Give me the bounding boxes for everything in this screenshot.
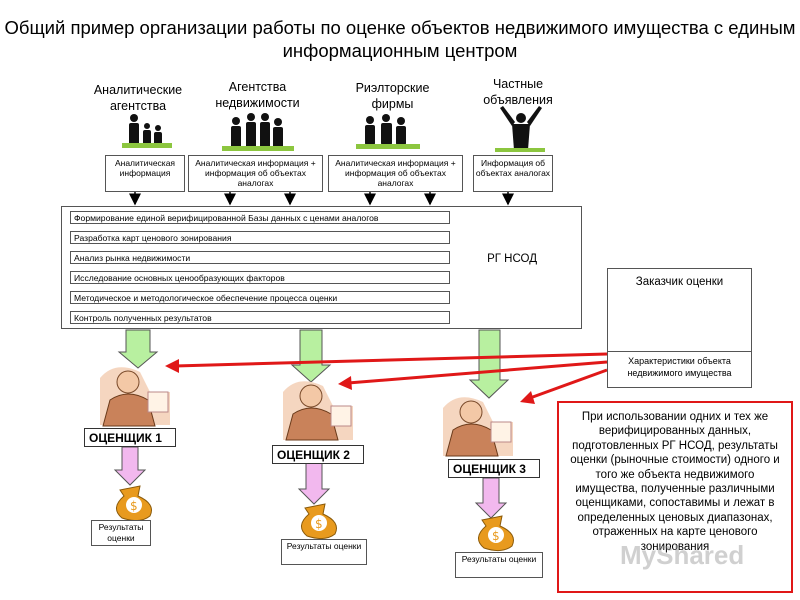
realtor-firms-icon xyxy=(356,114,420,149)
appraiser-2-label: ОЦЕНЩИК 2 xyxy=(272,445,364,464)
money-bag-icon: $ xyxy=(301,503,337,540)
task-item: Методическое и методологическое обеспече… xyxy=(70,291,450,304)
money-bag-icon: $ xyxy=(116,485,152,522)
source-label-agencies: Агентства недвижимости xyxy=(215,80,300,110)
task-item: Исследование основных ценообразующих фак… xyxy=(70,271,450,284)
source-box-agencies: Аналитическая информация + информация об… xyxy=(188,155,323,192)
note-box: При использовании одних и тех же верифиц… xyxy=(557,401,793,593)
source-label-analytics: Аналитические агентства xyxy=(93,83,183,113)
svg-text:$: $ xyxy=(492,529,500,543)
appraiser-1-label: ОЦЕНЩИК 1 xyxy=(84,428,176,447)
appraiser-1-icon xyxy=(100,367,170,427)
task-item: Контроль полученных результатов xyxy=(70,311,450,324)
center-box: Формирование единой верифицированной Баз… xyxy=(61,206,582,329)
source-box-realtors: Аналитическая информация + информация об… xyxy=(328,155,463,192)
result-box-3: Результаты оценки xyxy=(455,552,543,578)
task-item: Разработка карт ценового зонирования xyxy=(70,231,450,244)
appraiser-2-icon xyxy=(283,381,353,441)
private-ads-icon xyxy=(495,106,545,152)
svg-text:$: $ xyxy=(130,499,138,513)
red-arrows xyxy=(165,352,608,404)
task-item: Формирование единой верифицированной Баз… xyxy=(70,211,450,224)
client-box: Заказчик оценки Характеристики объекта н… xyxy=(607,268,752,388)
pink-arrow-1 xyxy=(113,446,147,486)
divider xyxy=(608,351,751,352)
source-label-realtors: Риэлторские фирмы xyxy=(355,81,430,111)
appraiser-3-label: ОЦЕНЩИК 3 xyxy=(448,459,540,478)
source-label-private-ads: Частные объявления xyxy=(483,77,553,107)
source-box-analytics: Аналитическая информация xyxy=(105,155,185,192)
green-arrow-3 xyxy=(468,329,510,399)
result-box-1: Результаты оценки xyxy=(91,520,151,546)
analytics-agencies-icon xyxy=(122,114,172,148)
money-bag-icon: $ xyxy=(478,515,514,552)
svg-text:$: $ xyxy=(315,517,323,531)
object-characteristics: Характеристики объекта недвижимого имуще… xyxy=(627,356,732,378)
client-title: Заказчик оценки xyxy=(635,276,724,288)
green-arrow-1 xyxy=(117,329,159,369)
center-name: РГ НСОД xyxy=(487,253,537,265)
watermark: MyShared xyxy=(620,540,745,570)
appraiser-3-icon xyxy=(443,397,513,457)
real-estate-agencies-icon xyxy=(222,113,294,151)
task-item: Анализ рынка недвижимости xyxy=(70,251,450,264)
result-box-2: Результаты оценки xyxy=(281,539,367,565)
source-box-private-ads: Информация об объектах аналогах xyxy=(473,155,553,192)
page-title: Общий пример организации работы по оценк… xyxy=(4,17,796,61)
pink-arrow-3 xyxy=(474,477,508,519)
green-arrow-2 xyxy=(290,329,332,383)
pink-arrow-2 xyxy=(297,462,331,505)
